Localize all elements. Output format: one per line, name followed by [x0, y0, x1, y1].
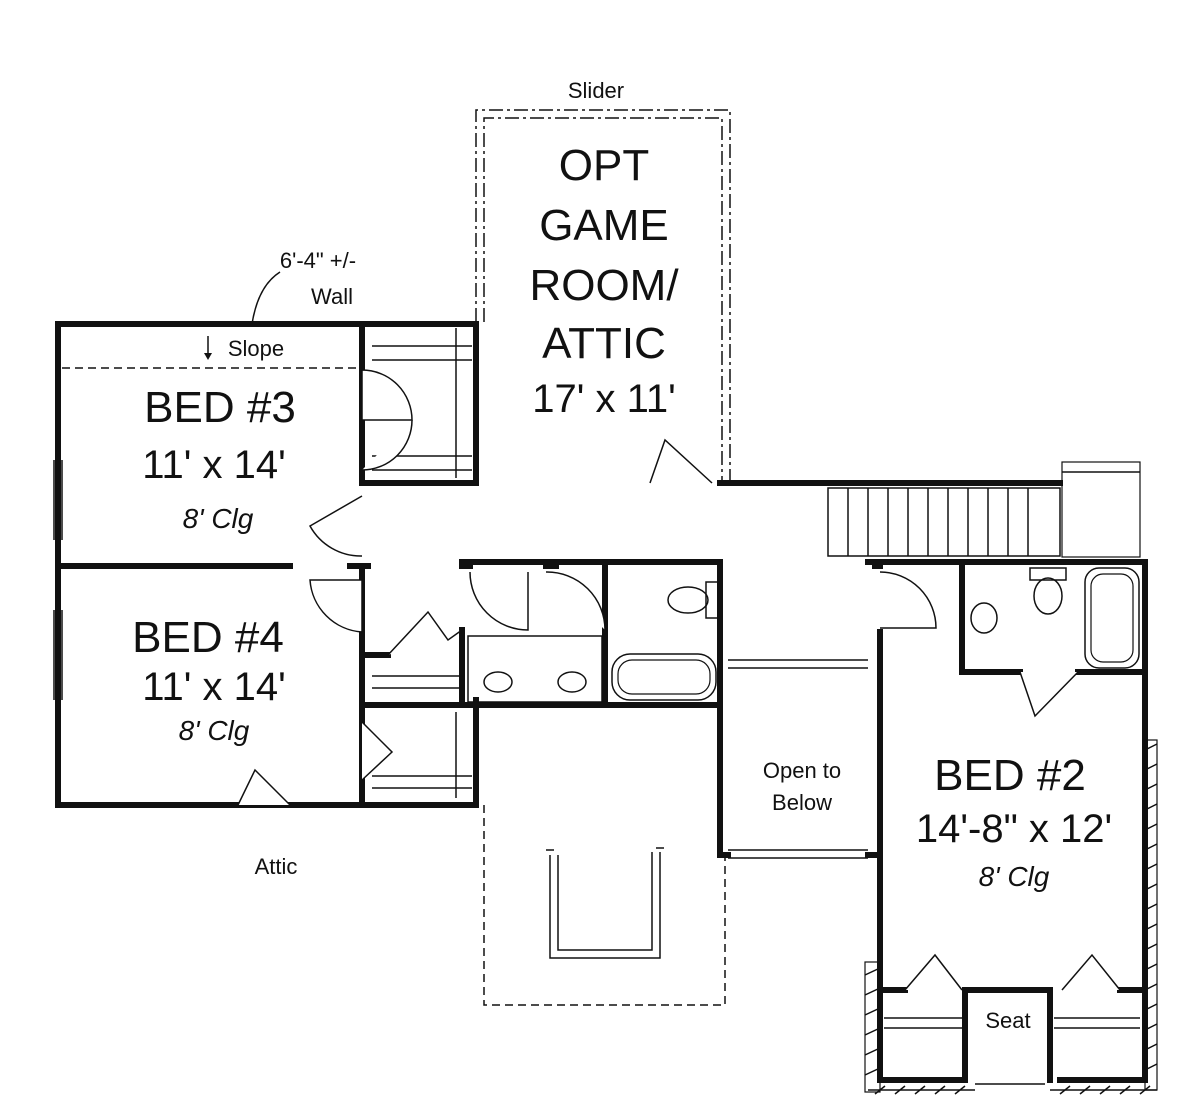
bath-fixtures [467, 567, 1140, 703]
game-room-line1: OPT [559, 141, 649, 190]
game-room-outline [475, 109, 731, 483]
bed3-name: BED #3 [144, 383, 296, 432]
bed3-dimension: 11' x 14' [142, 443, 286, 487]
open-to-below-line2: Below [772, 790, 832, 815]
windows [53, 460, 1045, 1085]
bed4-dimension: 11' x 14' [142, 665, 286, 709]
bed2-name: BED #2 [934, 751, 1086, 800]
doors [237, 369, 1121, 991]
attic-label: Attic [255, 854, 298, 879]
game-room-dimension: 17' x 11' [532, 377, 676, 421]
hatched-walls [864, 739, 1158, 1095]
seat-label: Seat [985, 1008, 1030, 1033]
stairs [827, 461, 1141, 558]
slope-label: Slope [228, 336, 284, 361]
wall-note-leader [251, 271, 281, 325]
interior-walls [55, 321, 1148, 1083]
bed2-dimension: 14'-8" x 12' [916, 807, 1112, 851]
slope-arrowhead [204, 353, 212, 360]
below-outline [483, 805, 726, 1006]
wall-note-line1: 6'-4" +/- [280, 248, 356, 273]
wall-note-line2: Wall [311, 284, 353, 309]
bed3-ceiling: 8' Clg [183, 503, 254, 534]
bed2-ceiling: 8' Clg [979, 861, 1050, 892]
game-room-line3: ROOM/ [529, 261, 679, 310]
game-room-line4: ATTIC [542, 319, 666, 368]
open-to-below-line1: Open to [763, 758, 841, 783]
game-room-line2: GAME [539, 201, 669, 250]
slider-label: Slider [568, 78, 624, 103]
bed4-name: BED #4 [132, 613, 284, 662]
closet-shelves [372, 328, 1140, 1029]
bed4-ceiling: 8' Clg [179, 715, 250, 746]
